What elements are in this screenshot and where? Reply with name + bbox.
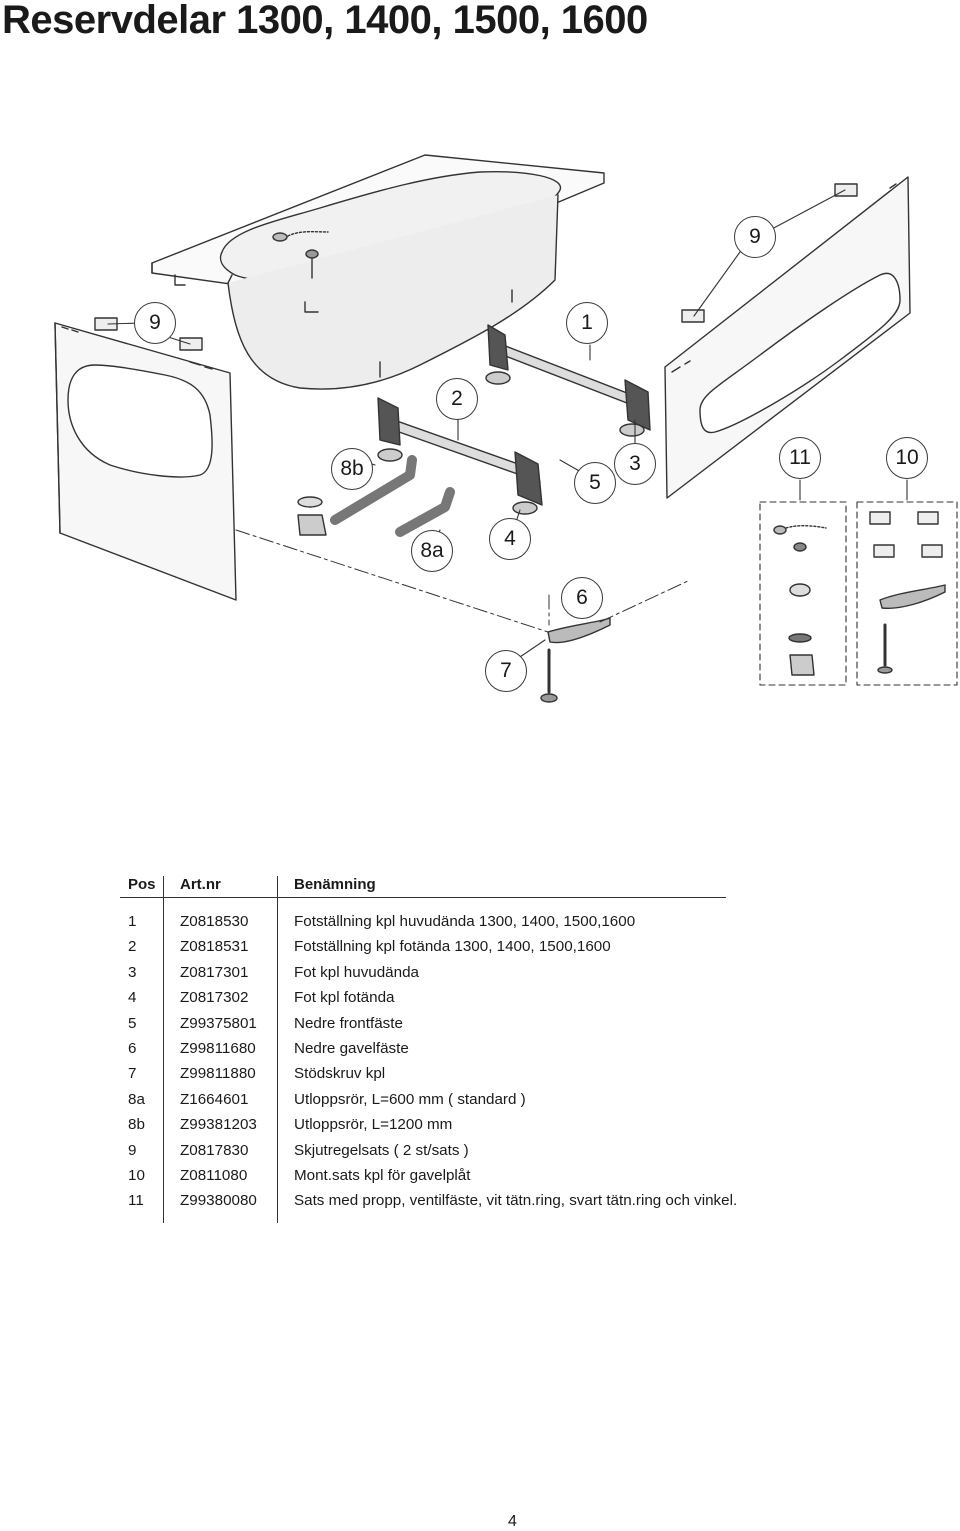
callout-4: 4 [489, 518, 531, 560]
column-divider-2 [277, 876, 278, 1223]
cell-pos: 10 [128, 1166, 145, 1184]
cell-art-nr: Z99375801 [180, 1014, 257, 1032]
callout-9-left: 9 [134, 302, 176, 344]
cell-benamning: Fot kpl fotända [294, 989, 395, 1007]
cell-pos: 7 [128, 1065, 137, 1083]
cell-pos: 5 [128, 1014, 137, 1032]
cell-pos: 3 [128, 963, 137, 981]
cell-pos: 2 [128, 938, 137, 956]
cell-benamning: Sats med propp, ventilfäste, vit tätn.ri… [294, 1192, 738, 1210]
cell-pos: 1 [128, 913, 137, 930]
header-rule [120, 897, 726, 898]
cell-benamning: Nedre gavelfäste [294, 1039, 409, 1057]
cell-pos: 4 [128, 989, 137, 1007]
callout-10: 10 [886, 437, 928, 479]
cell-pos: 6 [128, 1039, 137, 1057]
cell-art-nr: Z0818531 [180, 938, 249, 956]
callout-8a: 8a [411, 530, 453, 572]
callout-9-right: 9 [734, 216, 776, 258]
callout-7: 7 [485, 650, 527, 692]
cell-pos: 8b [128, 1116, 145, 1134]
cell-art-nr: Z99380080 [180, 1192, 257, 1210]
cell-benamning: Nedre frontfäste [294, 1014, 403, 1032]
cell-art-nr: Z0811080 [180, 1166, 248, 1184]
header-pos: Pos [128, 876, 156, 893]
column-divider-1 [163, 876, 164, 1223]
cell-art-nr: Z0817830 [180, 1141, 249, 1159]
cell-art-nr: Z0817302 [180, 989, 249, 1007]
cell-benamning: Fotställning kpl huvudända 1300, 1400, 1… [294, 913, 636, 930]
callout-2: 2 [436, 378, 478, 420]
cell-art-nr: Z99381203 [180, 1116, 257, 1134]
cell-art-nr: Z1664601 [180, 1090, 249, 1108]
cell-benamning: Fotställning kpl fotända 1300, 1400, 150… [294, 938, 611, 956]
cell-benamning: Utloppsrör, L=1200 mm [294, 1116, 453, 1134]
bathtub-exploded-illustration [54, 154, 958, 703]
callout-3: 3 [614, 443, 656, 485]
cell-benamning: Mont.sats kpl för gavelplåt [294, 1166, 471, 1184]
header-art-nr: Art.nr [180, 876, 221, 893]
cell-art-nr: Z99811880 [180, 1065, 256, 1083]
cell-benamning: Stödskruv kpl [294, 1065, 386, 1083]
cell-pos: 11 [128, 1192, 144, 1210]
cell-art-nr: Z0818530 [180, 913, 249, 930]
callout-11: 11 [779, 437, 821, 479]
cell-benamning: Utloppsrör, L=600 mm ( standard ) [294, 1090, 526, 1108]
callout-5: 5 [574, 462, 616, 504]
cell-pos: 9 [128, 1141, 137, 1159]
cell-pos: 8a [128, 1090, 145, 1108]
cell-art-nr: Z0817301 [180, 963, 249, 981]
cell-art-nr: Z99811680 [180, 1039, 256, 1057]
cell-benamning: Skjutregelsats ( 2 st/sats ) [294, 1141, 469, 1159]
header-benamning: Benämning [294, 876, 376, 893]
cell-benamning: Fot kpl huvudända [294, 963, 419, 981]
callout-1: 1 [566, 302, 608, 344]
page-title: Reservdelar 1300, 1400, 1500, 1600 [2, 0, 648, 42]
page-number: 4 [508, 1513, 517, 1530]
callout-6: 6 [561, 577, 603, 619]
callout-8b: 8b [331, 448, 373, 490]
exploded-parts-diagram: 9 1 9 2 8b 5 3 11 10 8a 4 6 7 [0, 80, 960, 760]
